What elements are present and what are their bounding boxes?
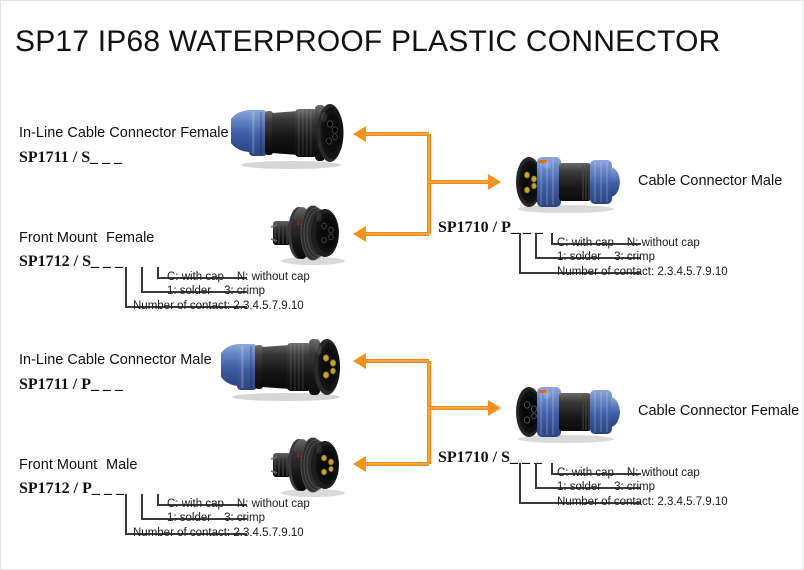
legend-term1-cable-female: 1: solder [557, 481, 602, 493]
partno-suffix-cable-female: _ _ _ [510, 449, 543, 466]
label-inline-cable-connector-female: In-Line Cable Connector Female [19, 125, 229, 141]
legend-term2-cable-female: 3: crimp [614, 481, 656, 493]
label-cable-connector-male: Cable Connector Male [638, 173, 783, 189]
partno-inline-cable-connector-female: SP1711 / S_ _ _ [19, 149, 122, 167]
legend-cap1-front-female: C: with cap [167, 271, 224, 283]
legend-termination-cable-female: 1: solder 3: crimp [557, 481, 655, 493]
legend-term1-front-female: 1: solder [167, 285, 212, 297]
partno-base-front-female: SP1712 / S [19, 253, 92, 270]
legend-cap-cable-female: C: with cap N: without cap [557, 467, 700, 479]
arrow-branch-cable-male [429, 180, 489, 184]
legend-termination-front-male: 1: solder 3: crimp [167, 512, 265, 524]
image-front-mount-female [269, 201, 353, 265]
legend-cap-front-male: C: with cap N: without cap [167, 498, 310, 510]
legend-cap1-front-male: C: with cap [167, 498, 224, 510]
image-inline-cable-connector-female [229, 97, 353, 169]
arrow-branch-front-female [366, 232, 429, 236]
arrow-head-front-female [353, 226, 366, 242]
legend-term2-cable-male: 3: crimp [614, 251, 656, 263]
partno-front-mount-female: SP1712 / S_ _ _ [19, 253, 123, 271]
legend-cap-front-female: C: with cap N: without cap [167, 271, 310, 283]
legend-term2-front-female: 3: crimp [224, 285, 266, 297]
legend-contacts-front-male: Number of contact: 2.3.4.5.7.9.10 [133, 527, 304, 539]
legend-cap1-cable-male: C: with cap [557, 237, 614, 249]
arrow-branch-front-male [366, 462, 429, 466]
partno-suffix-front-female: _ _ _ [91, 253, 124, 270]
partno-cable-connector-male: SP1710 / P_ _ _ [438, 219, 543, 237]
legend-cap2-cable-male: N: without cap [626, 237, 700, 249]
partno-suffix-front-male: _ _ _ [91, 480, 124, 497]
legend-contacts-front-female: Number of contact: 2.3.4.5.7.9.10 [133, 300, 304, 312]
arrow-branch-inline-female [366, 132, 429, 136]
partno-inline-cable-connector-male: SP1711 / P_ _ _ [19, 376, 123, 394]
partno-base-inline-male: SP1711 / P [19, 376, 92, 393]
legend-term1-front-male: 1: solder [167, 512, 212, 524]
partno-base-cable-male: SP1710 / P [438, 219, 511, 236]
arrow-trunk-bottom [427, 361, 431, 464]
arrow-trunk-top [427, 134, 431, 234]
arrow-branch-inline-male [366, 359, 429, 363]
page-title: SP17 IP68 WATERPROOF PLASTIC CONNECTOR [15, 25, 721, 58]
legend-cap2-front-female: N: without cap [236, 271, 310, 283]
image-cable-connector-male [507, 151, 625, 213]
legend-contacts-cable-female: Number of contact: 2.3.4.5.7.9.10 [557, 496, 728, 508]
label-cable-connector-female: Cable Connector Female [638, 403, 800, 419]
partno-suffix-inline-female: _ _ _ [90, 149, 123, 166]
arrow-head-cable-male [488, 174, 501, 190]
arrow-head-inline-male [353, 353, 366, 369]
legend-term2-front-male: 3: crimp [224, 512, 266, 524]
arrow-head-front-male [353, 456, 366, 472]
arrow-head-cable-female [488, 400, 501, 416]
image-cable-connector-female [507, 381, 625, 443]
label-front-mount-male-a: Front Mount [19, 457, 98, 473]
legend-cap2-front-male: N: without cap [236, 498, 310, 510]
partno-suffix-inline-male: _ _ _ [91, 376, 124, 393]
legend-term1-cable-male: 1: solder [557, 251, 602, 263]
legend-termination-cable-male: 1: solder 3: crimp [557, 251, 655, 263]
legend-cap-cable-male: C: with cap N: without cap [557, 237, 700, 249]
image-front-mount-male [269, 433, 353, 497]
partno-suffix-cable-male: _ _ _ [510, 219, 543, 236]
partno-cable-connector-female: SP1710 / S_ _ _ [438, 449, 542, 467]
legend-termination-front-female: 1: solder 3: crimp [167, 285, 265, 297]
partno-base-inline-female: SP1711 / S [19, 149, 91, 166]
legend-cap1-cable-female: C: with cap [557, 467, 614, 479]
legend-contacts-cable-male: Number of contact: 2.3.4.5.7.9.10 [557, 266, 728, 278]
arrow-head-inline-female [353, 126, 366, 142]
legend-cap2-cable-female: N: without cap [626, 467, 700, 479]
label-front-mount-female-a: Front Mount [19, 230, 98, 246]
label-inline-cable-connector-male: In-Line Cable Connector Male [19, 352, 212, 368]
label-front-mount-male-b: Male [106, 457, 138, 473]
partno-base-cable-female: SP1710 / S [438, 449, 511, 466]
partno-base-front-male: SP1712 / P [19, 480, 92, 497]
label-front-mount-female-b: Female [106, 230, 155, 246]
arrow-branch-cable-female [429, 406, 489, 410]
partno-front-mount-male: SP1712 / P_ _ _ [19, 480, 124, 498]
image-inline-cable-connector-male [219, 331, 353, 401]
